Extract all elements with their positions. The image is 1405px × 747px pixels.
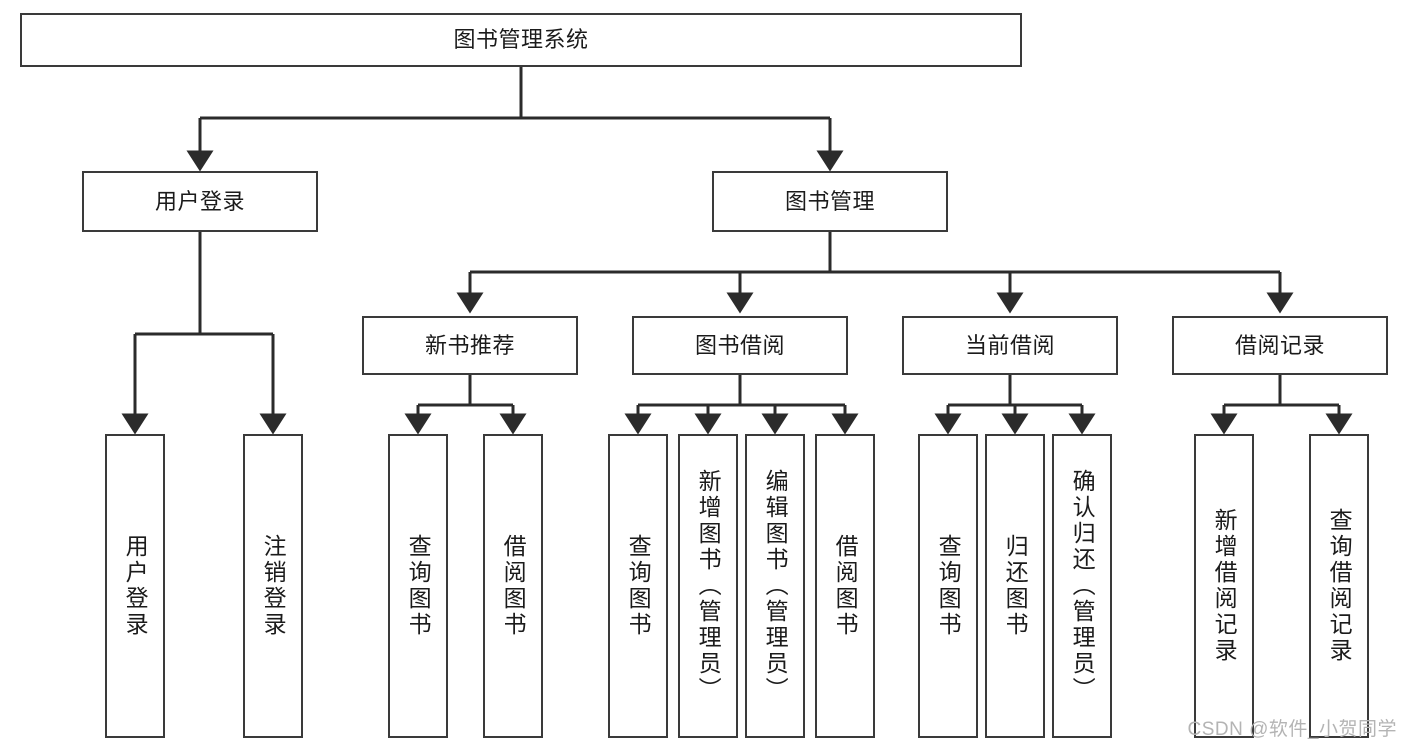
node-leaf-borrow-book-1-label: 借阅图书 xyxy=(500,534,527,638)
node-leaf-add-record[interactable]: 新增借阅记录 xyxy=(1194,434,1254,738)
node-current-borrow[interactable]: 当前借阅 xyxy=(902,316,1118,375)
node-new-book-recommend[interactable]: 新书推荐 xyxy=(362,316,578,375)
node-leaf-logout[interactable]: 注销登录 xyxy=(243,434,303,738)
node-leaf-return-book-label: 归还图书 xyxy=(1002,534,1029,638)
node-leaf-edit-book[interactable]: 编辑图书（管理员） xyxy=(745,434,805,738)
node-leaf-query-book-3-label: 查询图书 xyxy=(935,534,962,638)
node-leaf-query-book-2[interactable]: 查询图书 xyxy=(608,434,668,738)
node-book-borrow[interactable]: 图书借阅 xyxy=(632,316,848,375)
node-leaf-query-book-3[interactable]: 查询图书 xyxy=(918,434,978,738)
node-book-borrow-label: 图书借阅 xyxy=(694,332,785,358)
node-leaf-edit-book-label: 编辑图书（管理员） xyxy=(762,469,789,703)
node-root[interactable]: 图书管理系统 xyxy=(20,13,1022,67)
node-leaf-return-book[interactable]: 归还图书 xyxy=(985,434,1045,738)
watermark: CSDN @软件_小贺同学 xyxy=(1187,719,1397,740)
node-leaf-query-book-2-label: 查询图书 xyxy=(625,534,652,638)
node-current-borrow-label: 当前借阅 xyxy=(964,332,1055,358)
node-borrow-record-label: 借阅记录 xyxy=(1234,332,1325,358)
node-leaf-add-book[interactable]: 新增图书（管理员） xyxy=(678,434,738,738)
node-new-book-recommend-label: 新书推荐 xyxy=(424,332,515,358)
node-book-manage[interactable]: 图书管理 xyxy=(712,171,948,232)
node-leaf-borrow-book-2[interactable]: 借阅图书 xyxy=(815,434,875,738)
node-leaf-query-record[interactable]: 查询借阅记录 xyxy=(1309,434,1369,738)
node-borrow-record[interactable]: 借阅记录 xyxy=(1172,316,1388,375)
node-leaf-add-record-label: 新增借阅记录 xyxy=(1211,508,1238,664)
node-user-login[interactable]: 用户登录 xyxy=(82,171,318,232)
node-leaf-confirm-return-label: 确认归还（管理员） xyxy=(1069,469,1096,703)
node-leaf-confirm-return[interactable]: 确认归还（管理员） xyxy=(1052,434,1112,738)
node-leaf-borrow-book-2-label: 借阅图书 xyxy=(832,534,859,638)
node-root-label: 图书管理系统 xyxy=(453,27,589,53)
node-leaf-query-book-1-label: 查询图书 xyxy=(405,534,432,638)
node-leaf-user-login[interactable]: 用户登录 xyxy=(105,434,165,738)
node-leaf-user-login-label: 用户登录 xyxy=(122,534,149,638)
node-user-login-label: 用户登录 xyxy=(154,188,245,214)
node-leaf-query-book-1[interactable]: 查询图书 xyxy=(388,434,448,738)
node-leaf-borrow-book-1[interactable]: 借阅图书 xyxy=(483,434,543,738)
node-leaf-add-book-label: 新增图书（管理员） xyxy=(695,469,722,703)
node-book-manage-label: 图书管理 xyxy=(784,188,875,214)
node-leaf-logout-label: 注销登录 xyxy=(260,534,287,638)
node-leaf-query-record-label: 查询借阅记录 xyxy=(1326,508,1353,664)
